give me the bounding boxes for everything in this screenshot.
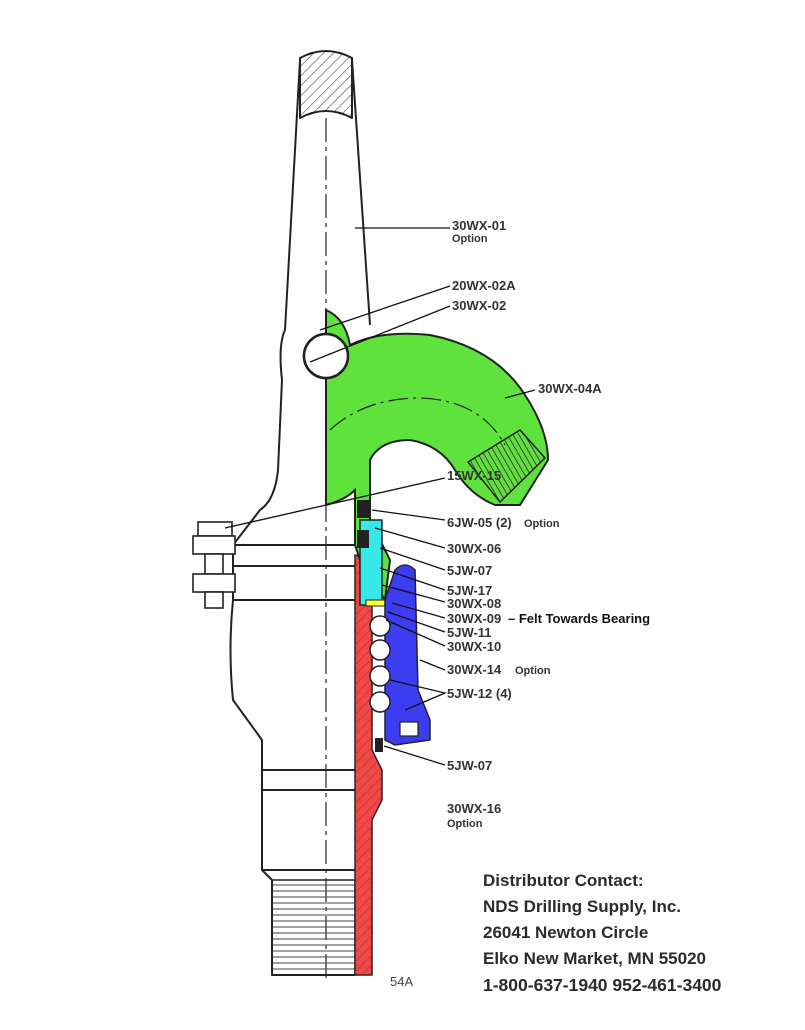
leader-line <box>379 567 446 591</box>
callout-note: Option <box>524 518 560 530</box>
felt-note: – Felt Towards Bearing <box>508 611 650 626</box>
leader-line <box>374 527 446 549</box>
leader-line <box>504 389 536 399</box>
callout-part: 30WX-14 <box>447 662 502 677</box>
contact-city: Elko New Market, MN 55020 <box>483 949 706 968</box>
bearing-seal <box>375 738 383 752</box>
callout-part: 5JW-07 <box>447 758 492 773</box>
callout-part: 30WX-16 <box>447 801 501 816</box>
packing-ring-2 <box>357 530 369 548</box>
part-labels: 30WX-01 Option 20WX-02A 30WX-02 30WX-04A… <box>447 218 650 830</box>
callout-part: 5JW-07 <box>447 563 492 578</box>
bearing-ball <box>369 615 391 637</box>
leader-lines <box>224 227 536 766</box>
leader-line <box>319 285 451 331</box>
leader-line <box>387 611 446 633</box>
leader-line <box>309 305 451 363</box>
callout-part: 5JW-17 <box>447 583 492 598</box>
callout-note: Option <box>515 665 551 677</box>
leader-line <box>391 602 446 619</box>
leader-line <box>371 509 446 521</box>
callout-part: 15WX-15 <box>447 468 501 483</box>
callout-part: 30WX-01 <box>452 218 506 233</box>
distributor-contact: Distributor Contact: NDS Drilling Supply… <box>483 868 721 998</box>
bearing-ball <box>369 665 391 687</box>
callout-note: Option <box>452 233 488 245</box>
contact-street: 26041 Newton Circle <box>483 923 649 942</box>
callout-part: 30WX-06 <box>447 541 501 556</box>
bearing-ball <box>369 639 391 661</box>
pin-eye-housing <box>229 329 355 976</box>
bolt-nut-lower <box>192 573 236 593</box>
leader-line <box>381 584 446 603</box>
bolt-nut <box>192 535 236 555</box>
callout-part: 30WX-08 <box>447 596 501 611</box>
leader-line <box>385 619 446 647</box>
leader-line <box>419 659 446 671</box>
gooseneck-flow-centerline <box>329 397 506 446</box>
gooseneck-thread <box>466 429 547 504</box>
leader-line <box>389 679 448 711</box>
swivel-body-outline <box>229 50 371 980</box>
bearing-balls-5JW-12 <box>369 615 391 713</box>
bail-taper <box>284 59 371 331</box>
bail-tip <box>299 50 353 119</box>
packing-ring <box>357 500 369 518</box>
side-bolts <box>192 521 236 609</box>
bearing-housing-30WX-14 <box>384 564 431 746</box>
callout-note: Option <box>447 818 483 830</box>
bolt-end <box>204 591 224 609</box>
body-steps <box>233 544 355 871</box>
bolt-shank <box>204 553 224 575</box>
bolt-head <box>197 521 233 537</box>
contact-heading: Distributor Contact: <box>483 871 644 890</box>
contact-company: NDS Drilling Supply, Inc. <box>483 897 682 916</box>
callout-part: 6JW-05 (2) <box>447 515 512 530</box>
leader-line <box>379 547 446 571</box>
contact-phone: 1-800-637-1940 952-461-3400 <box>483 975 722 995</box>
callout-part: 5JW-11 <box>447 625 492 640</box>
leader-line <box>224 477 446 529</box>
leader-line <box>383 745 446 766</box>
callout-part: 5JW-12 (4) <box>447 686 512 701</box>
callout-part: 30WX-02 <box>452 298 506 313</box>
bearing-nut <box>399 721 419 737</box>
callout-part: 20WX-02A <box>452 278 516 293</box>
callout-part: 30WX-10 <box>447 639 501 654</box>
stem-hatch <box>355 555 382 975</box>
bearing-ball <box>369 691 391 713</box>
callout-part: 30WX-09 <box>447 611 501 626</box>
callout-part: 30WX-04A <box>538 381 602 396</box>
page-number: 54A <box>390 974 413 989</box>
body-threads <box>271 879 356 976</box>
